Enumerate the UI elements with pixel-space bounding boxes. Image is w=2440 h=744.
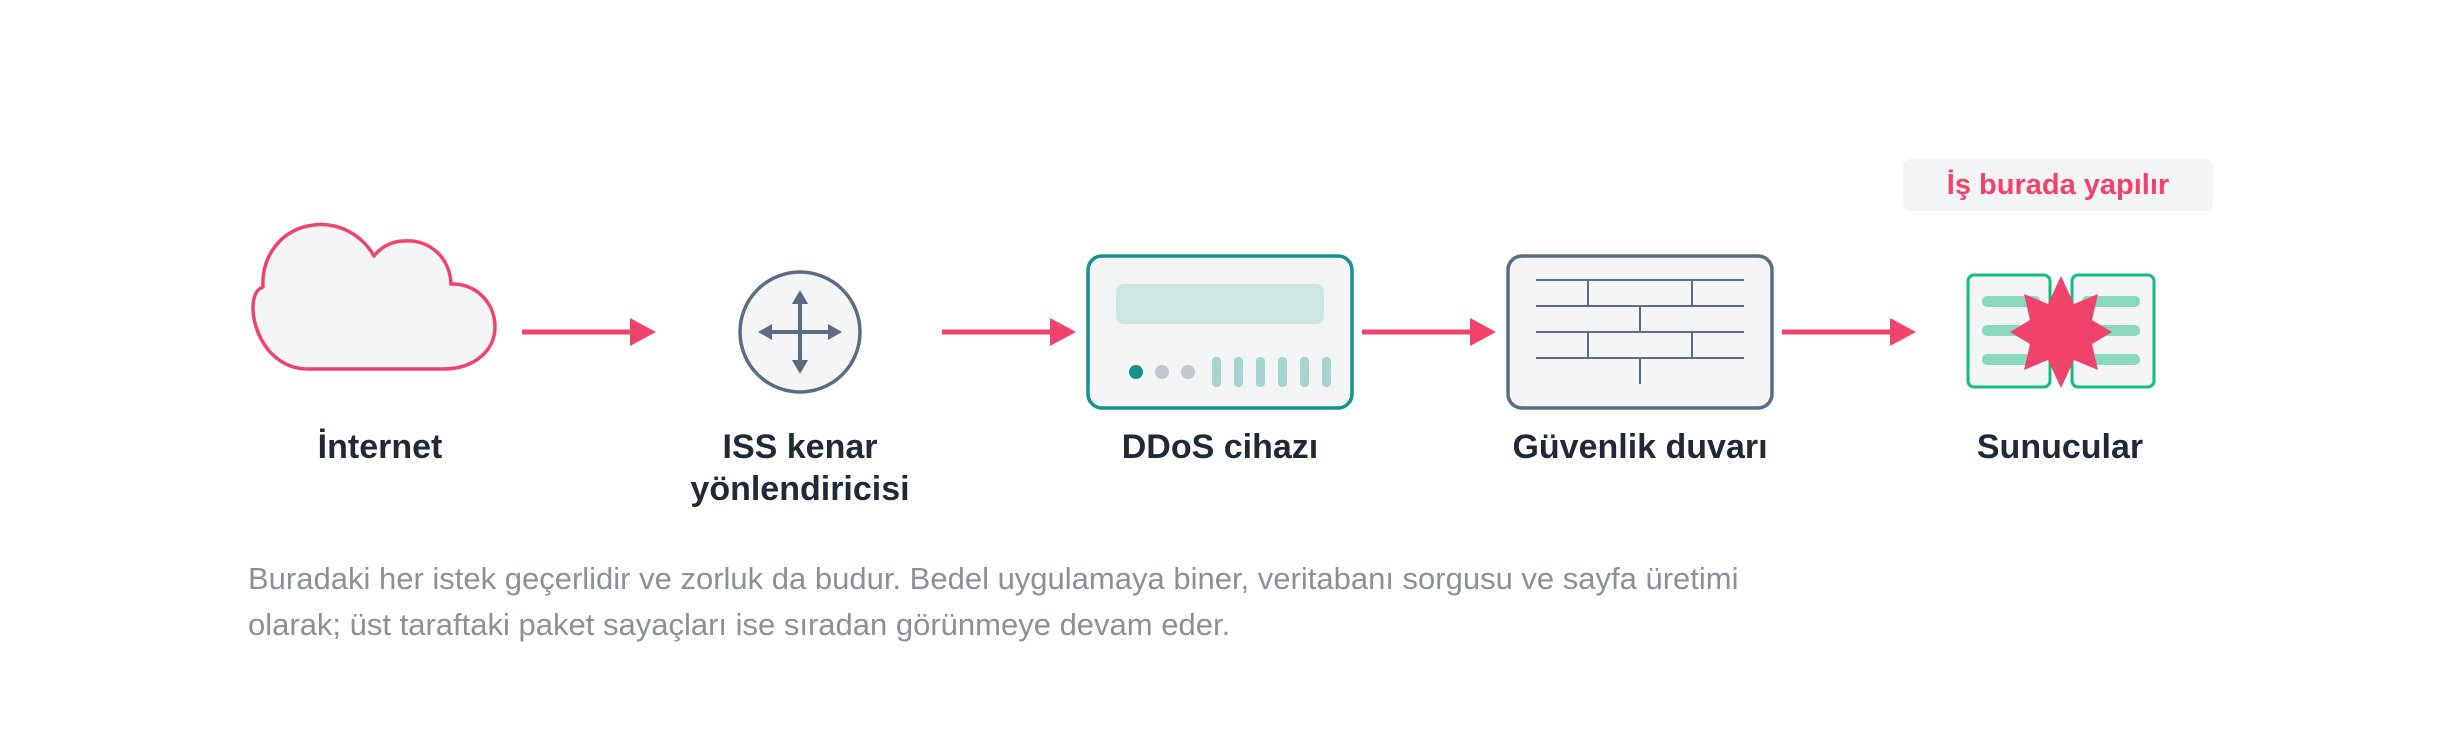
badge-text: İş burada yapılır bbox=[1946, 168, 2170, 201]
servers-burst-icon bbox=[1966, 273, 2156, 389]
arrow-connector bbox=[1782, 318, 1916, 346]
arrow-connector bbox=[522, 318, 656, 346]
node-label-servers: Sunucular bbox=[1976, 428, 2144, 466]
arrow-connector bbox=[1362, 318, 1496, 346]
cloud-icon bbox=[251, 222, 497, 371]
node-label-internet: İnternet bbox=[317, 428, 443, 466]
node-label-router: ISS kenar yönlendiricisi bbox=[690, 428, 910, 508]
work-happens-here-badge: İş burada yapılır bbox=[1903, 159, 2213, 211]
caption: Buradaki her istek geçerlidir ve zorluk … bbox=[248, 556, 1928, 648]
firewall-icon bbox=[1506, 254, 1774, 410]
arrow-connector bbox=[942, 318, 1076, 346]
caption-line-2: olarak; üst taraftaki paket sayaçları is… bbox=[248, 607, 1231, 642]
router-icon bbox=[738, 270, 862, 394]
caption-line-1: Buradaki her istek geçerlidir ve zorluk … bbox=[248, 561, 1739, 596]
burst-icon bbox=[2010, 276, 2112, 388]
node-label-ddos: DDoS cihazı bbox=[1121, 428, 1319, 466]
node-label-firewall: Güvenlik duvarı bbox=[1512, 428, 1768, 466]
ddos-appliance-icon bbox=[1086, 254, 1354, 410]
